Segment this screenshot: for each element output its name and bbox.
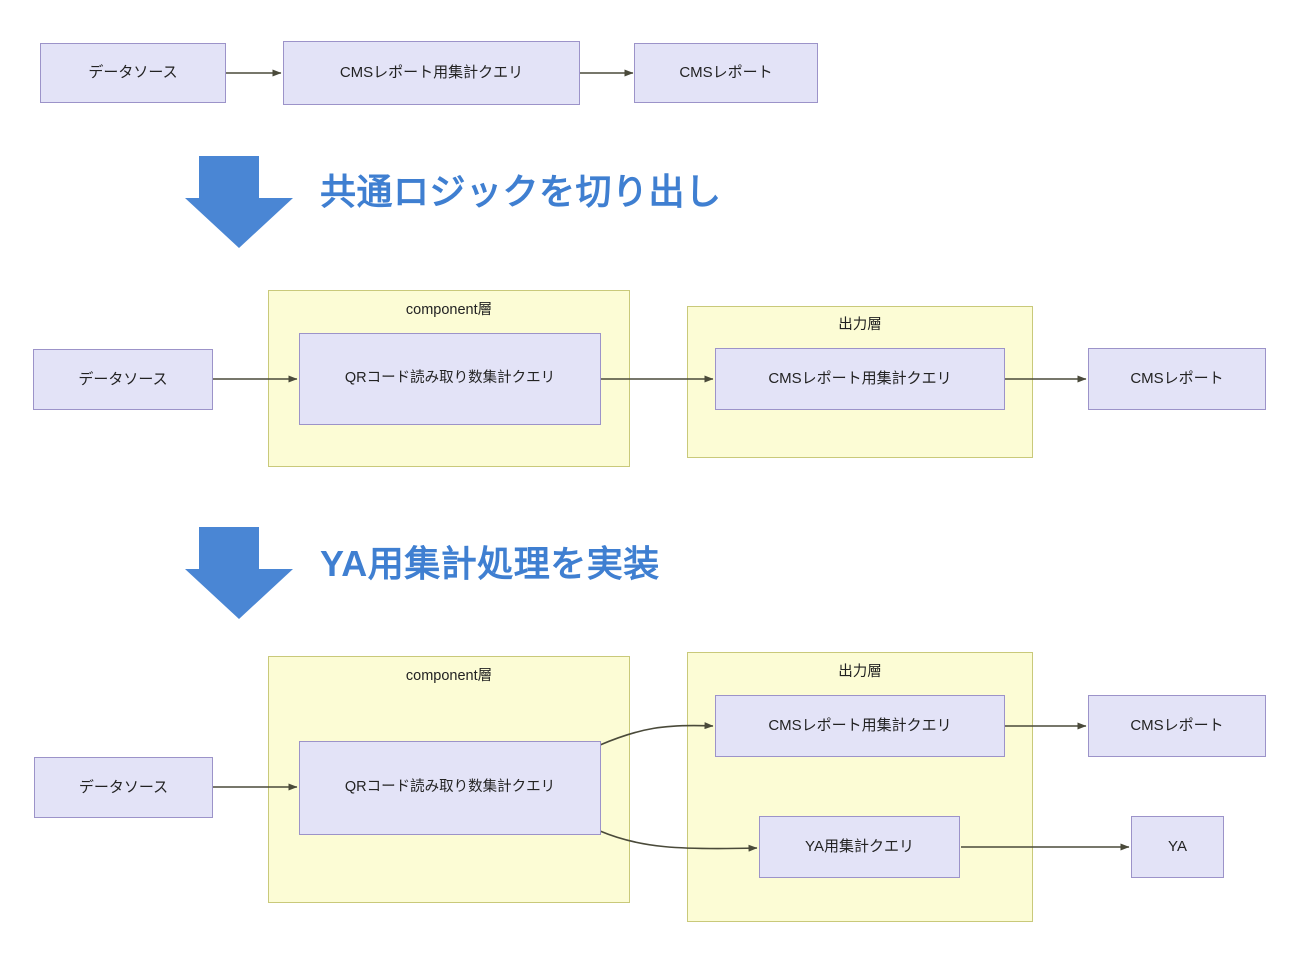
node-label: QRコード読み取り数集計クエリ	[344, 779, 556, 796]
node-label: CMSレポート	[1130, 370, 1224, 388]
node-cms-query-row2[interactable]: CMSレポート用集計クエリ	[715, 348, 1005, 410]
group-label-component-layer-row3: component層	[405, 668, 493, 684]
node-ya-query-row3[interactable]: YA用集計クエリ	[759, 816, 960, 878]
node-datasource-row2[interactable]: データソース	[33, 349, 213, 410]
node-label: CMSレポート	[1130, 717, 1224, 735]
node-label: データソース	[78, 778, 169, 796]
node-cms-report-row1[interactable]: CMSレポート	[634, 43, 818, 103]
node-label: CMSレポート	[679, 64, 773, 82]
step-label-2: YA用集計処理を実装	[320, 543, 660, 584]
node-cms-query-row3[interactable]: CMSレポート用集計クエリ	[715, 695, 1005, 757]
node-label: QRコード読み取り数集計クエリ	[344, 370, 556, 387]
node-label: CMSレポート用集計クエリ	[339, 64, 524, 82]
node-label: CMSレポート用集計クエリ	[768, 370, 952, 388]
node-cms-report-row2[interactable]: CMSレポート	[1088, 348, 1266, 410]
node-label: データソース	[88, 64, 178, 82]
node-label: データソース	[78, 370, 168, 388]
step-arrow-1-icon	[185, 156, 293, 248]
node-qr-query-row2[interactable]: QRコード読み取り数集計クエリ	[299, 333, 601, 425]
node-label: CMSレポート用集計クエリ	[768, 717, 952, 735]
step-label-1: 共通ロジックを切り出し	[320, 171, 722, 212]
node-cms-report-row3[interactable]: CMSレポート	[1088, 695, 1266, 757]
group-label-component-layer-row2: component層	[405, 302, 493, 318]
node-datasource-row3[interactable]: データソース	[34, 757, 213, 818]
node-label: YA	[1168, 838, 1187, 856]
node-label: YA用集計クエリ	[805, 838, 914, 856]
group-label-output-layer-row3: 出力層	[838, 664, 882, 680]
node-qr-query-row3[interactable]: QRコード読み取り数集計クエリ	[299, 741, 601, 835]
group-output-layer-row3	[687, 652, 1033, 922]
node-datasource-row1[interactable]: データソース	[40, 43, 226, 103]
step-arrow-2-icon	[185, 527, 293, 619]
group-label-output-layer-row2: 出力層	[838, 317, 882, 333]
node-ya-row3[interactable]: YA	[1131, 816, 1224, 878]
node-cms-query-row1[interactable]: CMSレポート用集計クエリ	[283, 41, 580, 105]
